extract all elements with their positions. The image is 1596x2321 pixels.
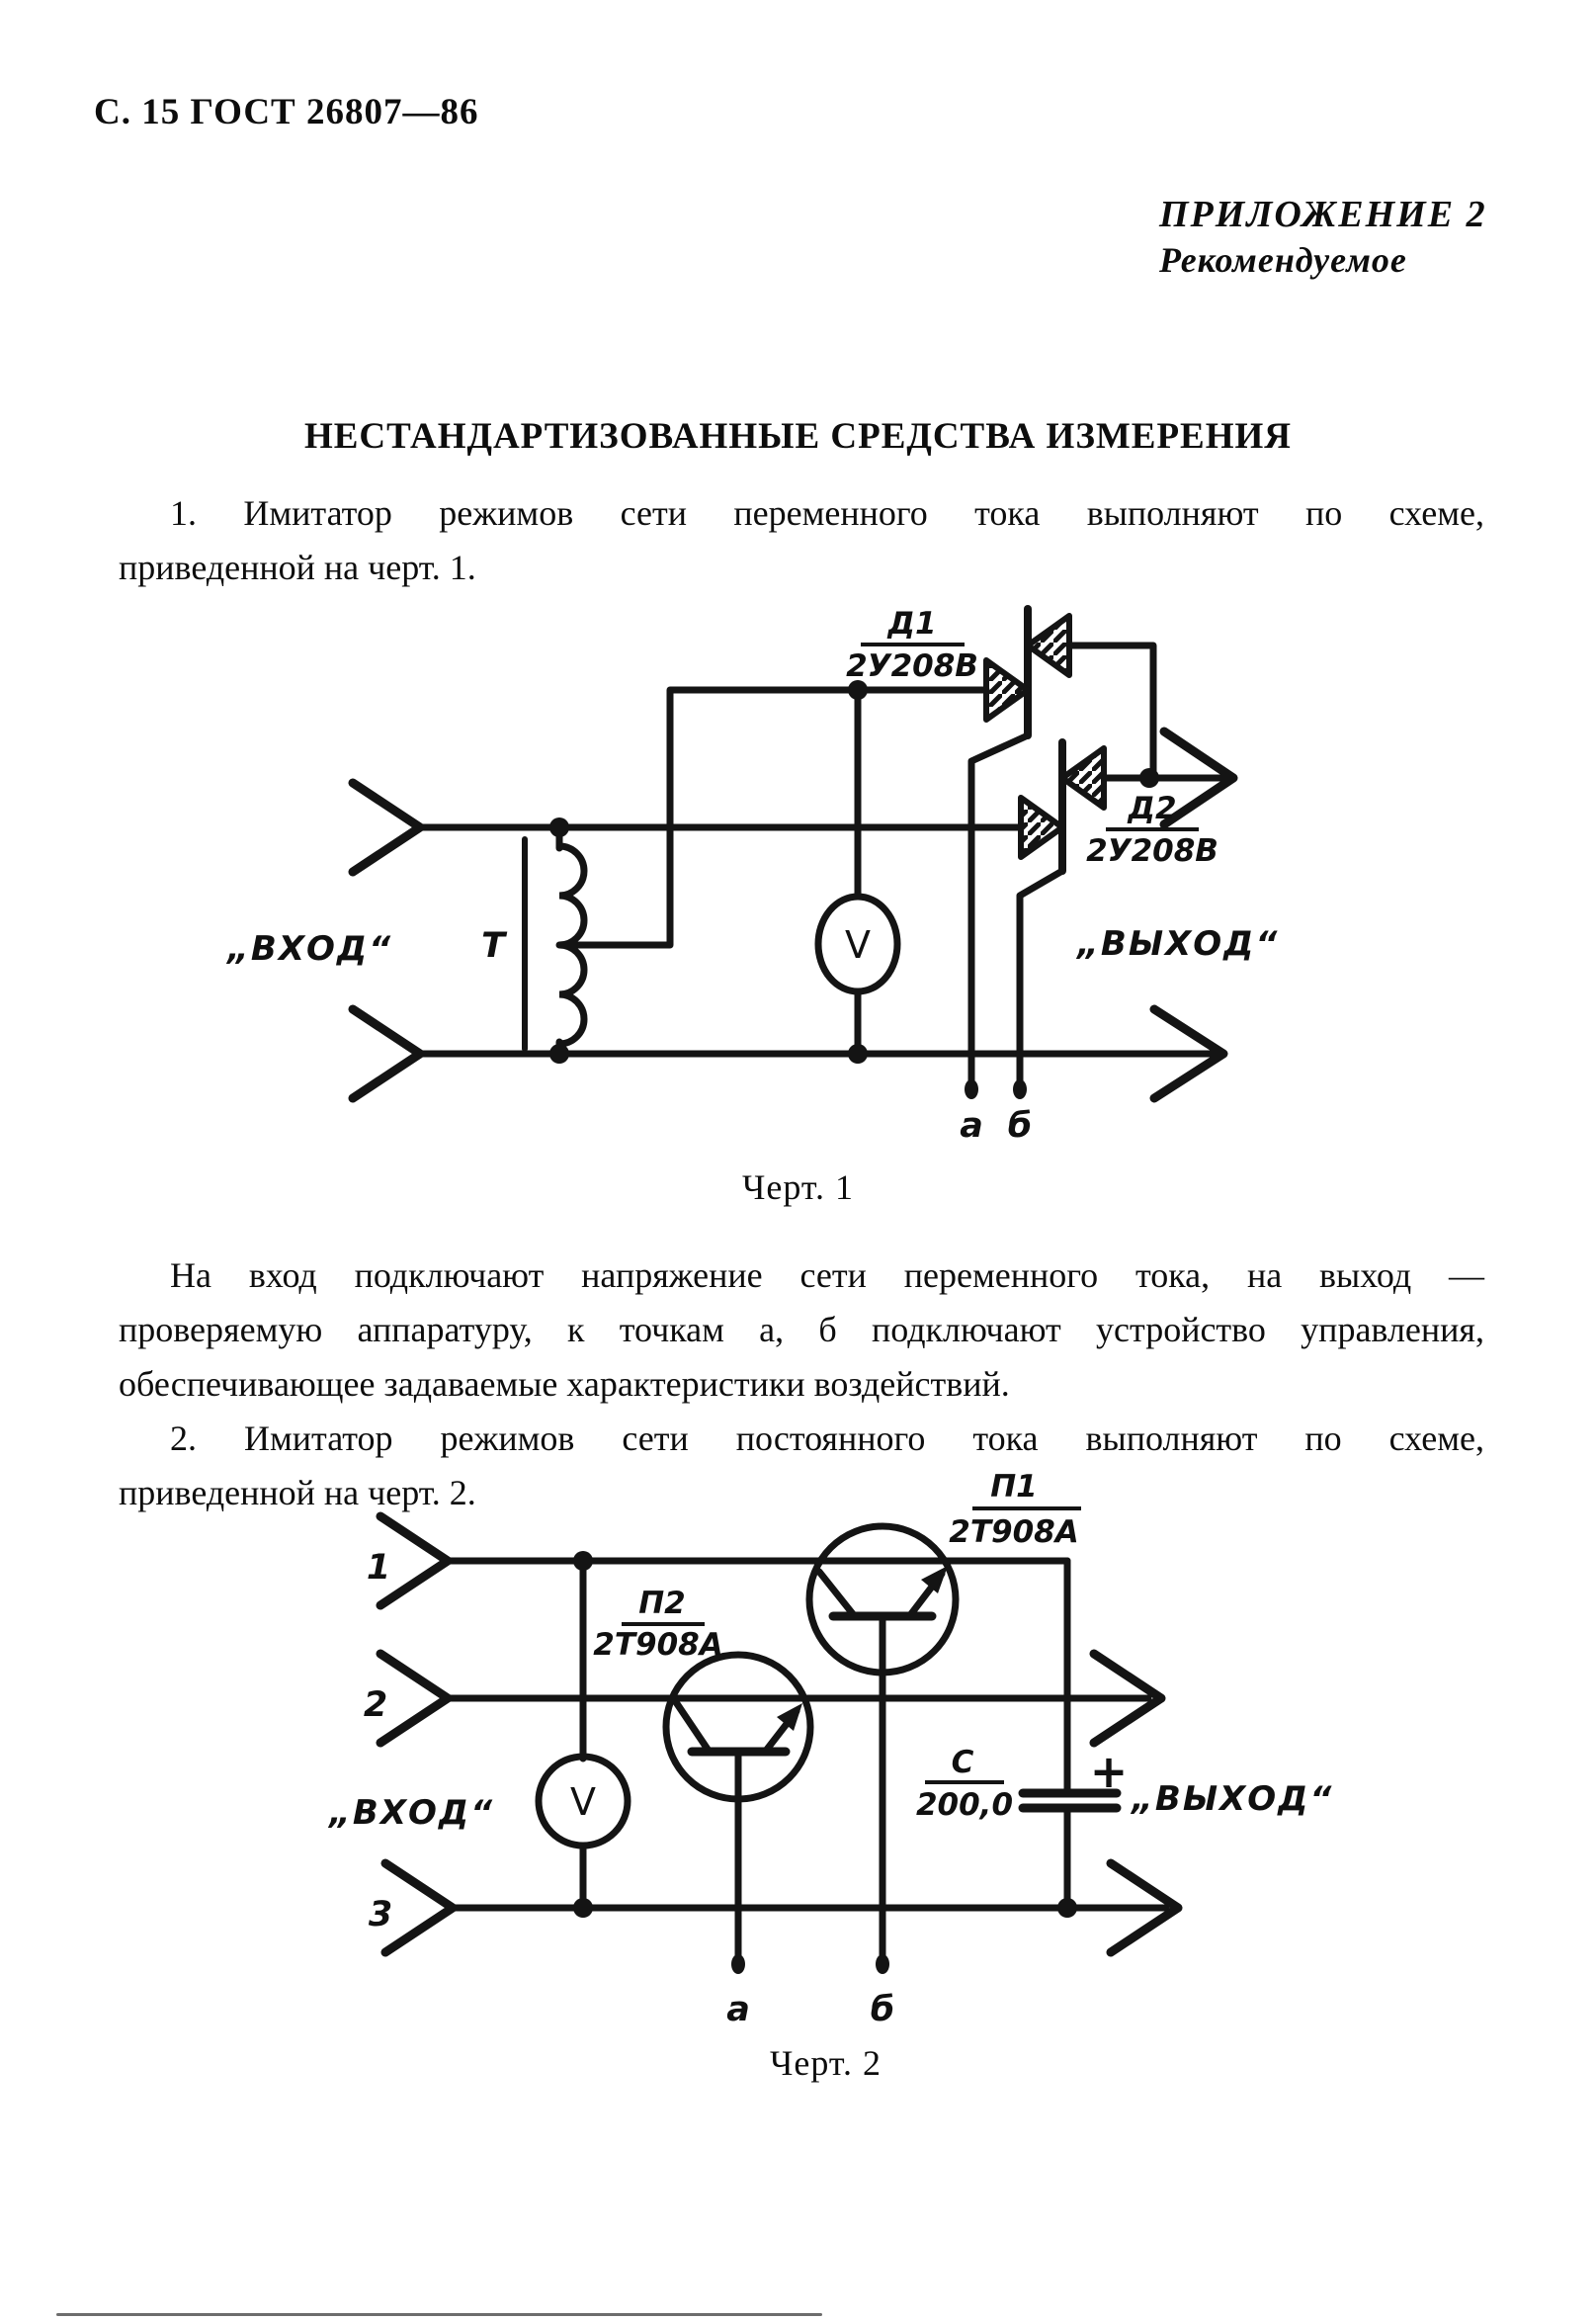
capacitor-value: 200,0: [916, 1787, 1013, 1823]
figure2-schematic: 1 2 3 П1 2Т908А П2 2Т908А V С 200,0 + „В…: [327, 1469, 1333, 2029]
terminal-a-label: а: [726, 1990, 750, 2029]
output-label: „ВЫХОД“: [1075, 924, 1279, 964]
page-header: С. 15 ГОСТ 26807—86: [94, 92, 479, 132]
transformer-label: Т: [481, 926, 508, 966]
page-title: НЕСТАНДАРТИЗОВАННЫЕ СРЕДСТВА ИЗМЕРЕНИЯ: [303, 416, 1293, 457]
paragraph-line: 2. Имитатор режимов сети постоянного ток…: [170, 1418, 1484, 1458]
output-arrow-icon: [1149, 1004, 1228, 1103]
junction-dot: [573, 1898, 593, 1918]
p2-type: 2Т908А: [593, 1627, 722, 1663]
junction-dot: [848, 680, 868, 700]
input-arrow-icon: [380, 1858, 458, 1957]
input-label: „ВХОД“: [225, 929, 392, 969]
junction-dot: [573, 1551, 593, 1571]
paragraph-line: проверяемую аппаратуру, к точкам а, б по…: [119, 1310, 1484, 1349]
figure1-schematic: Д1 2У208В Д2 2У208В „ВХОД“ Т V „ВЫХОД“ а…: [225, 605, 1279, 1146]
junction-dot: [549, 1044, 569, 1064]
pin1-label: 1: [367, 1548, 390, 1588]
input-arrow-icon: [376, 1511, 453, 1610]
polarity-plus-label: +: [1090, 1745, 1129, 1798]
output-arrow-icon: [1159, 727, 1238, 829]
terminal-b-dot: [1013, 1079, 1027, 1099]
pin2-label: 2: [364, 1685, 387, 1725]
output-arrow-icon: [1089, 1649, 1166, 1748]
paragraph-1: 1. Имитатор режимов сети переменного ток…: [119, 486, 1484, 595]
paragraph-line: обеспечивающее задаваемые характеристики…: [119, 1364, 1010, 1404]
wire: [555, 686, 990, 949]
input-arrow-icon: [348, 778, 425, 877]
wire: [1065, 642, 1157, 782]
output-label: „ВЫХОД“: [1130, 1779, 1333, 1819]
thyristor-d2-icon: [1059, 745, 1107, 811]
input-arrow-icon: [348, 1004, 425, 1103]
capacitor-designator: С: [952, 1745, 974, 1780]
voltmeter-label: V: [845, 923, 871, 967]
paragraph-line: приведенной на черт. 1.: [119, 548, 476, 587]
paragraph-line: приведенной на черт. 2.: [119, 1473, 476, 1512]
terminal-a-label: а: [960, 1106, 983, 1146]
appendix-label: ПРИЛОЖЕНИЕ 2: [1159, 194, 1487, 235]
junction-dot: [1139, 768, 1159, 788]
paragraph-line: 1. Имитатор режимов сети переменного ток…: [170, 493, 1484, 533]
thyristor-d2-icon: [1018, 795, 1065, 860]
transistor-p1-icon: [815, 1568, 858, 1619]
wire: [967, 731, 1032, 1084]
d2-designator: Д2: [1127, 791, 1176, 826]
output-arrow-icon: [1106, 1858, 1183, 1957]
terminal-b-dot: [876, 1954, 889, 1974]
p1-designator: П1: [990, 1469, 1038, 1504]
appendix-block: ПРИЛОЖЕНИЕ 2 Рекомендуемое: [1159, 192, 1487, 283]
appendix-note: Рекомендуемое: [1159, 240, 1407, 280]
emitter-arrow-icon: [777, 1703, 802, 1731]
pin3-label: 3: [369, 1895, 392, 1934]
wire: [1016, 867, 1066, 1084]
scan-artifact-line: [56, 2313, 822, 2316]
input-label: „ВХОД“: [327, 1793, 494, 1833]
voltmeter-label: V: [570, 1780, 596, 1824]
junction-dot: [549, 817, 569, 837]
terminal-b-label: б: [871, 1990, 894, 2029]
terminal-a-dot: [731, 1954, 745, 1974]
paragraph-line: На вход подключают напряжение сети перем…: [170, 1255, 1484, 1295]
paragraph-2: На вход подключают напряжение сети перем…: [119, 1248, 1484, 1412]
figure1-caption: Черт. 1: [742, 1167, 854, 1207]
paragraph-3: 2. Имитатор режимов сети постоянного ток…: [119, 1412, 1484, 1520]
thyristor-d1-icon: [983, 657, 1031, 723]
junction-dot: [1057, 1898, 1077, 1918]
transistor-p2-icon: [672, 1698, 713, 1755]
thyristor-d1-icon: [1025, 613, 1072, 678]
d1-designator: Д1: [886, 606, 936, 642]
terminal-a-dot: [965, 1079, 978, 1099]
d2-type: 2У208В: [1086, 833, 1218, 869]
terminal-b-label: б: [1008, 1106, 1032, 1146]
junction-dot: [848, 1044, 868, 1064]
input-arrow-icon: [376, 1649, 453, 1748]
d1-type: 2У208В: [846, 648, 978, 684]
figure2-caption: Черт. 2: [770, 2043, 882, 2083]
p2-designator: П2: [638, 1586, 686, 1621]
emitter-arrow-icon: [921, 1566, 948, 1593]
p1-type: 2Т908А: [949, 1514, 1078, 1550]
